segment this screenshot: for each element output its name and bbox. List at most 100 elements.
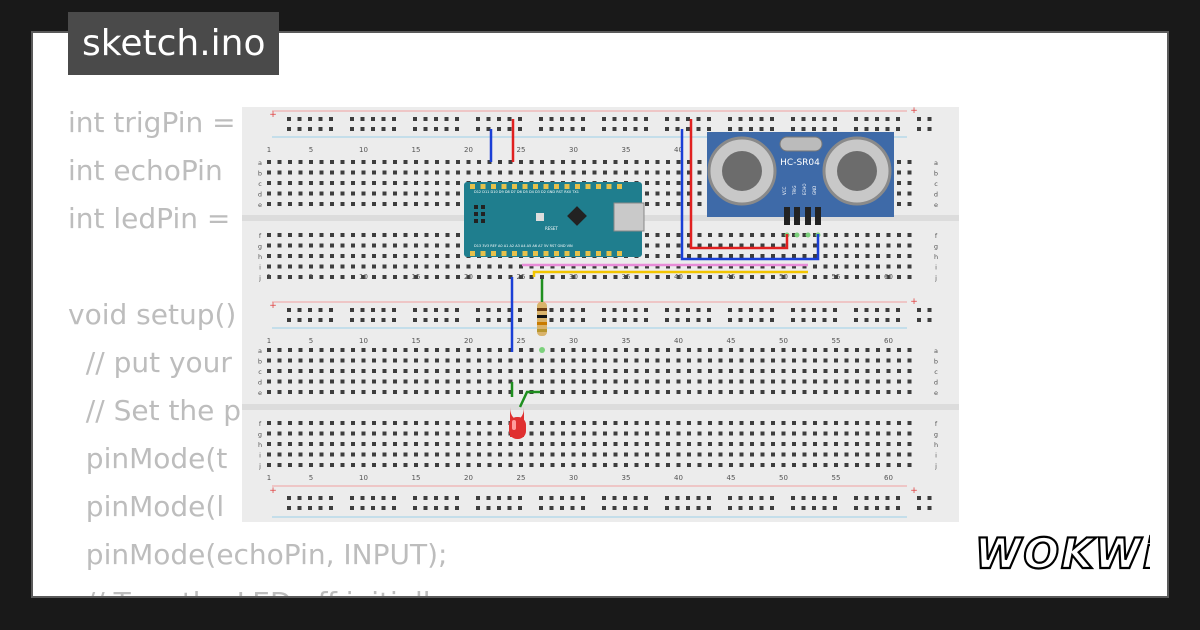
breadboard-hole[interactable] <box>351 160 355 164</box>
rail-hole[interactable] <box>392 506 396 510</box>
breadboard-hole[interactable] <box>571 170 576 175</box>
breadboard-hole[interactable] <box>288 202 292 206</box>
breadboard-hole[interactable] <box>907 191 912 196</box>
breadboard-hole[interactable] <box>666 431 670 436</box>
breadboard-hole[interactable] <box>666 170 670 175</box>
rail-hole[interactable] <box>329 117 333 121</box>
breadboard-hole[interactable] <box>529 452 534 457</box>
rail-hole[interactable] <box>633 308 638 312</box>
breadboard-hole[interactable] <box>487 452 492 457</box>
rail-hole[interactable] <box>854 127 858 131</box>
breadboard-hole[interactable] <box>319 358 324 363</box>
breadboard-hole[interactable] <box>718 379 723 384</box>
breadboard-hole[interactable] <box>760 275 765 279</box>
breadboard-hole[interactable] <box>519 348 523 352</box>
breadboard-hole[interactable] <box>540 463 544 467</box>
breadboard-hole[interactable] <box>403 431 408 436</box>
breadboard-hole[interactable] <box>792 233 796 237</box>
breadboard-hole[interactable] <box>760 379 765 384</box>
breadboard-hole[interactable] <box>414 275 418 279</box>
breadboard-hole[interactable] <box>435 202 439 206</box>
rail-hole[interactable] <box>318 117 323 121</box>
rail-hole[interactable] <box>791 506 795 510</box>
breadboard-hole[interactable] <box>813 431 817 436</box>
breadboard-hole[interactable] <box>708 369 712 373</box>
breadboard-hole[interactable] <box>655 275 660 279</box>
breadboard-hole[interactable] <box>351 191 355 196</box>
breadboard-hole[interactable] <box>540 358 544 363</box>
arduino-pin[interactable] <box>564 184 570 189</box>
breadboard-hole[interactable] <box>655 170 660 175</box>
rail-hole[interactable] <box>728 506 732 510</box>
breadboard-hole[interactable] <box>781 463 786 467</box>
breadboard-hole[interactable] <box>477 442 481 446</box>
breadboard-hole[interactable] <box>645 358 649 363</box>
rail-hole[interactable] <box>476 318 480 322</box>
breadboard-hole[interactable] <box>477 431 481 436</box>
breadboard-hole[interactable] <box>498 369 502 373</box>
breadboard-hole[interactable] <box>750 275 754 279</box>
breadboard-hole[interactable] <box>897 233 901 237</box>
breadboard-hole[interactable] <box>424 369 429 373</box>
rail-hole[interactable] <box>686 506 690 510</box>
breadboard-hole[interactable] <box>582 463 586 467</box>
breadboard-hole[interactable] <box>865 358 870 363</box>
rail-hole[interactable] <box>549 308 554 312</box>
breadboard-hole[interactable] <box>382 254 387 258</box>
rail-hole[interactable] <box>287 318 291 322</box>
rail-hole[interactable] <box>612 506 617 510</box>
rail-hole[interactable] <box>497 506 501 510</box>
breadboard-hole[interactable] <box>330 181 334 185</box>
arduino-pin[interactable] <box>543 251 549 256</box>
breadboard-hole[interactable] <box>456 348 460 352</box>
breadboard-hole[interactable] <box>739 390 744 394</box>
breadboard-hole[interactable] <box>277 243 282 248</box>
breadboard-hole[interactable] <box>382 160 387 164</box>
rail-hole[interactable] <box>507 496 512 500</box>
rail-hole[interactable] <box>707 127 711 131</box>
breadboard-hole[interactable] <box>319 254 324 258</box>
breadboard-hole[interactable] <box>330 254 334 258</box>
breadboard-hole[interactable] <box>414 369 418 373</box>
breadboard-hole[interactable] <box>561 264 565 269</box>
rail-hole[interactable] <box>287 506 291 510</box>
breadboard-hole[interactable] <box>676 233 681 237</box>
breadboard-hole[interactable] <box>277 160 282 164</box>
breadboard-hole[interactable] <box>802 379 807 384</box>
breadboard-hole[interactable] <box>697 254 702 258</box>
rail-hole[interactable] <box>665 127 669 131</box>
filename-tab[interactable]: sketch.ino <box>68 12 280 75</box>
breadboard-hole[interactable] <box>592 348 597 352</box>
breadboard-hole[interactable] <box>687 348 691 352</box>
rail-hole[interactable] <box>444 496 449 500</box>
breadboard-hole[interactable] <box>666 463 670 467</box>
breadboard-hole[interactable] <box>403 202 408 206</box>
breadboard-hole[interactable] <box>288 264 292 269</box>
breadboard-hole[interactable] <box>382 264 387 269</box>
rail-hole[interactable] <box>896 308 900 312</box>
breadboard-hole[interactable] <box>760 233 765 237</box>
breadboard-hole[interactable] <box>613 390 618 394</box>
breadboard-hole[interactable] <box>865 442 870 446</box>
breadboard-hole[interactable] <box>330 369 334 373</box>
breadboard-hole[interactable] <box>834 431 838 436</box>
rail-hole[interactable] <box>822 506 827 510</box>
breadboard-hole[interactable] <box>456 191 460 196</box>
breadboard-hole[interactable] <box>655 379 660 384</box>
breadboard-hole[interactable] <box>361 254 366 258</box>
arduino-pin[interactable] <box>543 184 549 189</box>
breadboard-hole[interactable] <box>834 421 838 425</box>
breadboard-hole[interactable] <box>697 379 702 384</box>
breadboard-hole[interactable] <box>823 452 828 457</box>
breadboard-hole[interactable] <box>550 369 555 373</box>
breadboard-hole[interactable] <box>634 379 639 384</box>
rail-hole[interactable] <box>518 496 522 500</box>
breadboard-hole[interactable] <box>340 275 345 279</box>
breadboard-hole[interactable] <box>445 348 450 352</box>
breadboard-hole[interactable] <box>645 233 649 237</box>
rail-hole[interactable] <box>392 127 396 131</box>
breadboard-hole[interactable] <box>897 442 901 446</box>
breadboard-hole[interactable] <box>907 202 912 206</box>
rail-hole[interactable] <box>297 318 302 322</box>
breadboard-hole[interactable] <box>529 421 534 425</box>
